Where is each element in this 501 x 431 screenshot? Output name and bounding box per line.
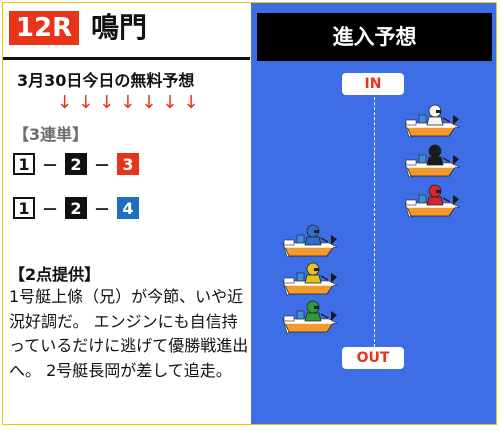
boat-5-icon bbox=[282, 262, 338, 296]
combo-dash: － bbox=[41, 156, 58, 175]
boat-number-1: 1 bbox=[13, 153, 35, 175]
boat-4-icon bbox=[282, 224, 338, 258]
boat-number-2: 2 bbox=[65, 197, 87, 219]
note-title: 【2点提供】 bbox=[9, 265, 101, 284]
out-label: OUT bbox=[342, 347, 404, 369]
combo-row-1: 1 － 2 － 3 bbox=[13, 153, 139, 175]
race-number-badge: 12R bbox=[9, 11, 79, 45]
combo-dash: － bbox=[41, 200, 58, 219]
bet-type-label: 【3連単】 bbox=[13, 125, 89, 144]
boat-2-icon bbox=[404, 144, 460, 178]
combo-row-2: 1 － 2 － 4 bbox=[13, 197, 139, 219]
boat-number-2: 2 bbox=[65, 153, 87, 175]
in-label: IN bbox=[342, 73, 404, 95]
boat-number-4: 4 bbox=[117, 197, 139, 219]
down-arrows-icon: ↓↓↓↓↓↓↓ bbox=[57, 92, 205, 113]
combo-dash: － bbox=[93, 156, 110, 175]
boat-6-icon bbox=[282, 300, 338, 334]
header-divider bbox=[3, 57, 250, 60]
boat-3-icon bbox=[404, 184, 460, 218]
approach-panel: 進入予想 IN OUT bbox=[251, 3, 496, 424]
race-prediction-card: 12R 鳴門 3月30日今日の無料予想 ↓↓↓↓↓↓↓ 【3連単】 1 － 2 … bbox=[2, 2, 497, 425]
boat-number-3: 3 bbox=[117, 153, 139, 175]
combo-dash: － bbox=[93, 200, 110, 219]
prediction-panel: 12R 鳴門 3月30日今日の無料予想 ↓↓↓↓↓↓↓ 【3連単】 1 － 2 … bbox=[3, 3, 250, 424]
note-body: 1号艇上條（兄）が今節、いや近況好調だ。 エンジンにも自信持っているだけに逃げて… bbox=[9, 287, 249, 380]
course-line bbox=[374, 87, 375, 347]
boat-number-1: 1 bbox=[13, 197, 35, 219]
venue-name: 鳴門 bbox=[91, 11, 148, 44]
boat-1-icon bbox=[404, 104, 460, 138]
prediction-date-heading: 3月30日今日の無料予想 bbox=[17, 71, 195, 90]
approach-title: 進入予想 bbox=[257, 13, 492, 61]
